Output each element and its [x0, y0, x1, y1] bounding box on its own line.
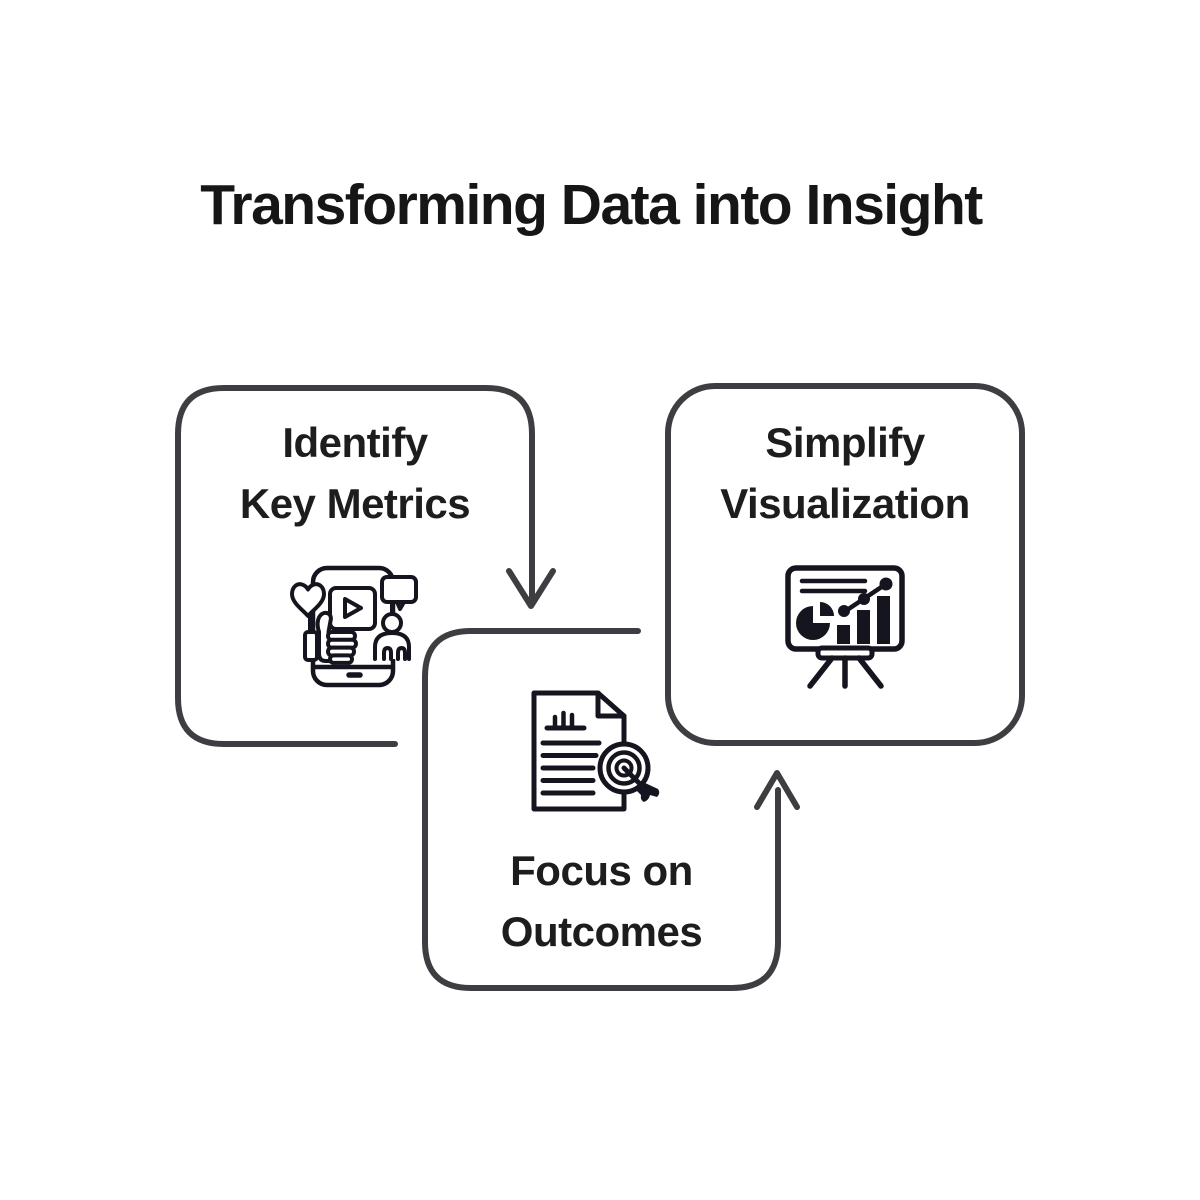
page-title: Transforming Data into Insight	[200, 173, 983, 237]
speech-bubble-icon	[380, 575, 418, 604]
step-label-line: Outcomes	[500, 908, 703, 955]
arrow-up-icon	[754, 770, 800, 810]
box-focus-on-outcomes	[422, 628, 800, 991]
step-label-line: Key Metrics	[239, 480, 471, 527]
step-label-identify-key-metrics: Identify Key Metrics	[178, 412, 532, 534]
step-label-line: Visualization	[720, 480, 970, 527]
presentation-chart-icon	[785, 565, 905, 689]
step-label-line: Simplify	[765, 419, 925, 466]
step-label-simplify-visualization: Simplify Visualization	[668, 412, 1022, 534]
play-icon	[343, 597, 363, 619]
thumbs-up-icon	[303, 630, 319, 662]
pie-chart-icon	[796, 606, 830, 640]
person-head-icon	[381, 612, 403, 634]
step-label-line: Focus on	[510, 847, 693, 894]
arrow-down-icon	[506, 568, 556, 609]
bar-chart-icon	[837, 625, 850, 644]
document-target-icon	[531, 690, 660, 812]
step-label-focus-on-outcomes: Focus on Outcomes	[425, 840, 778, 962]
box-simplify-visualization	[665, 383, 1025, 746]
social-media-engagement-icon	[290, 565, 418, 688]
step-label-line: Identify	[282, 419, 428, 466]
heart-icon	[290, 582, 326, 618]
box-identify-key-metrics	[175, 385, 556, 747]
